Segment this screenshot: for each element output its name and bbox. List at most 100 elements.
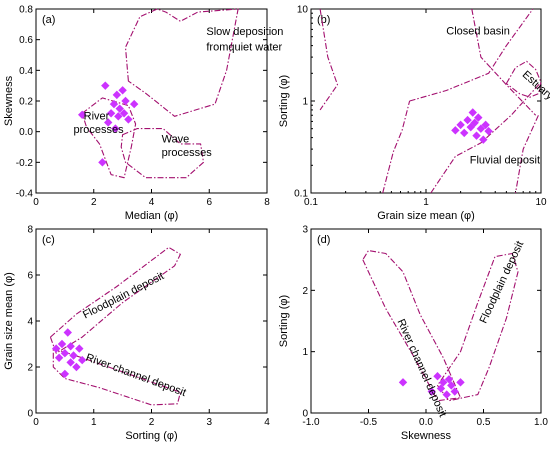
data-point (111, 124, 120, 133)
y-tick-label: 0.0 (19, 127, 33, 138)
y-tick-label: 2 (302, 286, 308, 297)
data-point (460, 128, 469, 138)
data-point (114, 112, 123, 121)
data-point (106, 109, 116, 118)
x-tick-label: 0 (33, 197, 39, 208)
data-point (75, 344, 84, 353)
annotation-d-channel: River channel deposit (395, 317, 449, 419)
data-point (463, 115, 472, 125)
y-tick-label: 1 (302, 97, 308, 108)
data-point (115, 104, 124, 113)
y-tick-label: 0.6 (19, 35, 33, 46)
data-point (121, 96, 130, 106)
y-axis-label: Grain size mean (φ) (3, 272, 15, 370)
y-tick-label: 0.1 (294, 189, 308, 200)
y-tick-label: 3 (302, 225, 308, 236)
annotation-b-closed: Closed basin (446, 25, 510, 37)
data-point (101, 81, 110, 90)
x-tick-label: 10 (535, 197, 547, 208)
y-tick-label: 8 (27, 225, 33, 236)
x-tick-label: 0 (33, 417, 39, 428)
data-point (451, 126, 460, 135)
data-point (60, 369, 70, 379)
data-point (103, 118, 113, 127)
panel-label: (b) (317, 14, 330, 26)
data-point (78, 355, 87, 365)
y-tick-label: -0.2 (16, 158, 34, 169)
x-tick-label: 8 (264, 197, 270, 208)
data-point (119, 109, 129, 118)
panel-label: (a) (42, 14, 55, 26)
data-point (427, 387, 436, 396)
data-point (398, 378, 408, 387)
y-tick-label: -0.4 (16, 189, 34, 200)
data-point (69, 351, 78, 360)
data-point (129, 99, 139, 109)
annotation-a-wave1: Wave (162, 133, 190, 145)
data-point (456, 378, 465, 387)
data-point (450, 387, 459, 396)
data-point (468, 108, 477, 117)
data-point (447, 381, 456, 390)
y-tick-label: 0 (27, 409, 33, 420)
annotation-c-channel: River channel deposit (84, 352, 188, 399)
boundary-line (409, 8, 534, 102)
x-tick-label: 3 (206, 417, 212, 428)
annotation-a-wave2: processes (162, 147, 213, 159)
panel-label: (d) (317, 234, 330, 246)
x-tick-label: -1.0 (302, 417, 320, 428)
data-point (472, 131, 481, 140)
region-outline (52, 348, 181, 406)
y-tick-label: 2 (27, 363, 33, 374)
data-point (66, 342, 75, 351)
y-tick-label: 0.2 (19, 97, 33, 108)
data-point (60, 349, 70, 358)
y-tick-label: 1 (302, 347, 308, 358)
data-point (124, 115, 133, 124)
region-outline (362, 249, 462, 402)
x-tick-label: 2 (91, 197, 97, 208)
y-tick-label: 0.4 (19, 66, 33, 77)
annotation-a-slow2: fromquiet water (206, 41, 282, 53)
data-point (78, 110, 87, 119)
annotation-c-flood: Floodplain deposit (81, 270, 166, 321)
data-point (439, 378, 448, 387)
data-point (63, 328, 72, 337)
boundary-line (430, 81, 542, 194)
data-point (54, 353, 64, 362)
x-tick-label: 0.1 (304, 197, 318, 208)
y-tick-label: 6 (27, 271, 33, 282)
x-tick-label: 4 (264, 417, 270, 428)
region-outline (436, 252, 519, 402)
annotation-b-fluvial: Fluvial deposit (470, 154, 540, 166)
y-axis-label: Sorting (φ) (278, 295, 290, 347)
data-point (444, 375, 454, 384)
x-tick-label: 1 (423, 197, 429, 208)
x-tick-label: 0.0 (419, 417, 433, 428)
x-tick-label: 4 (149, 197, 155, 208)
y-tick-label: 0 (302, 409, 308, 420)
region-outline (120, 128, 205, 179)
x-axis-label: Median (φ) (125, 210, 179, 222)
y-axis-label: Sorting (φ) (278, 75, 290, 127)
data-point (433, 372, 442, 381)
data-point (66, 358, 75, 367)
x-axis-label: Skewness (401, 430, 452, 442)
data-point (442, 390, 451, 399)
panel-label: (c) (42, 234, 55, 246)
data-point (481, 120, 490, 130)
data-point (118, 86, 127, 95)
x-tick-label: 1.0 (534, 417, 548, 428)
region-outline (505, 60, 542, 98)
data-point (57, 339, 67, 349)
annotation-a-river1: River (84, 110, 110, 122)
x-tick-label: 1 (91, 417, 97, 428)
annotation-a-slow1: Slow deposition (206, 26, 283, 38)
boundary-line (319, 8, 339, 111)
data-point (484, 126, 493, 136)
x-tick-label: 0.5 (477, 417, 491, 428)
data-point (109, 99, 119, 109)
